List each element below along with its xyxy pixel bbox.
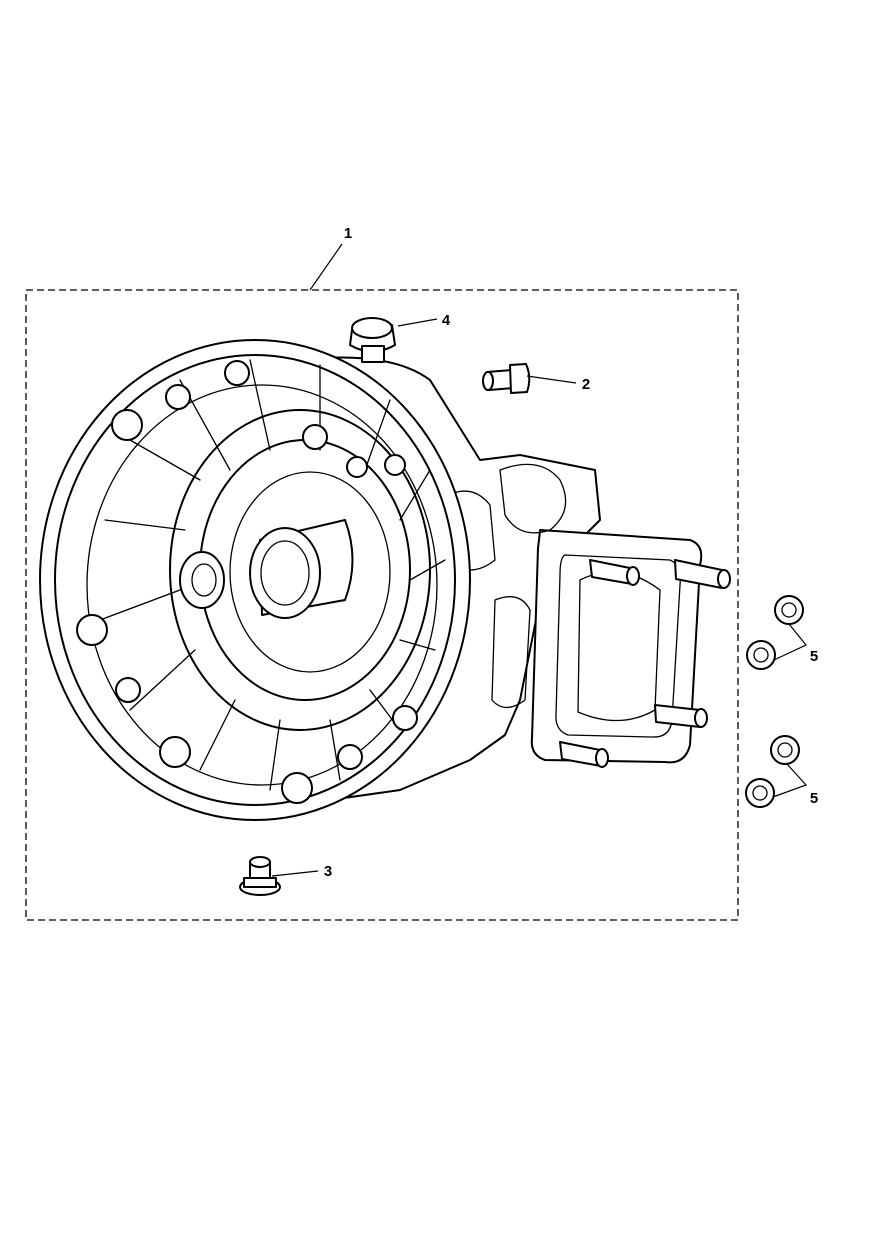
housing-ribs bbox=[99, 359, 446, 791]
callout-label-5-lower: 5 bbox=[810, 790, 818, 807]
callout-label-4: 4 bbox=[442, 312, 451, 329]
final-drive-housing bbox=[39, 339, 731, 821]
assembly-boundary-frame bbox=[25, 289, 739, 921]
callout-label-3: 3 bbox=[324, 863, 332, 880]
leader-lines bbox=[271, 243, 808, 877]
callout-label-5-upper: 5 bbox=[810, 648, 818, 665]
nuts-lower-pair bbox=[745, 735, 800, 808]
perimeter-bolts bbox=[76, 360, 418, 804]
callout-label-1: 1 bbox=[344, 225, 352, 242]
flange-studs bbox=[559, 559, 731, 768]
bolt-part-2 bbox=[482, 363, 531, 394]
callout-label-2: 2 bbox=[582, 376, 590, 393]
drain-plug-part-3 bbox=[239, 856, 281, 896]
nuts-upper-pair bbox=[746, 595, 804, 670]
mounting-flange bbox=[530, 529, 703, 764]
breather-cap bbox=[349, 317, 396, 363]
output-shaft bbox=[249, 519, 354, 619]
